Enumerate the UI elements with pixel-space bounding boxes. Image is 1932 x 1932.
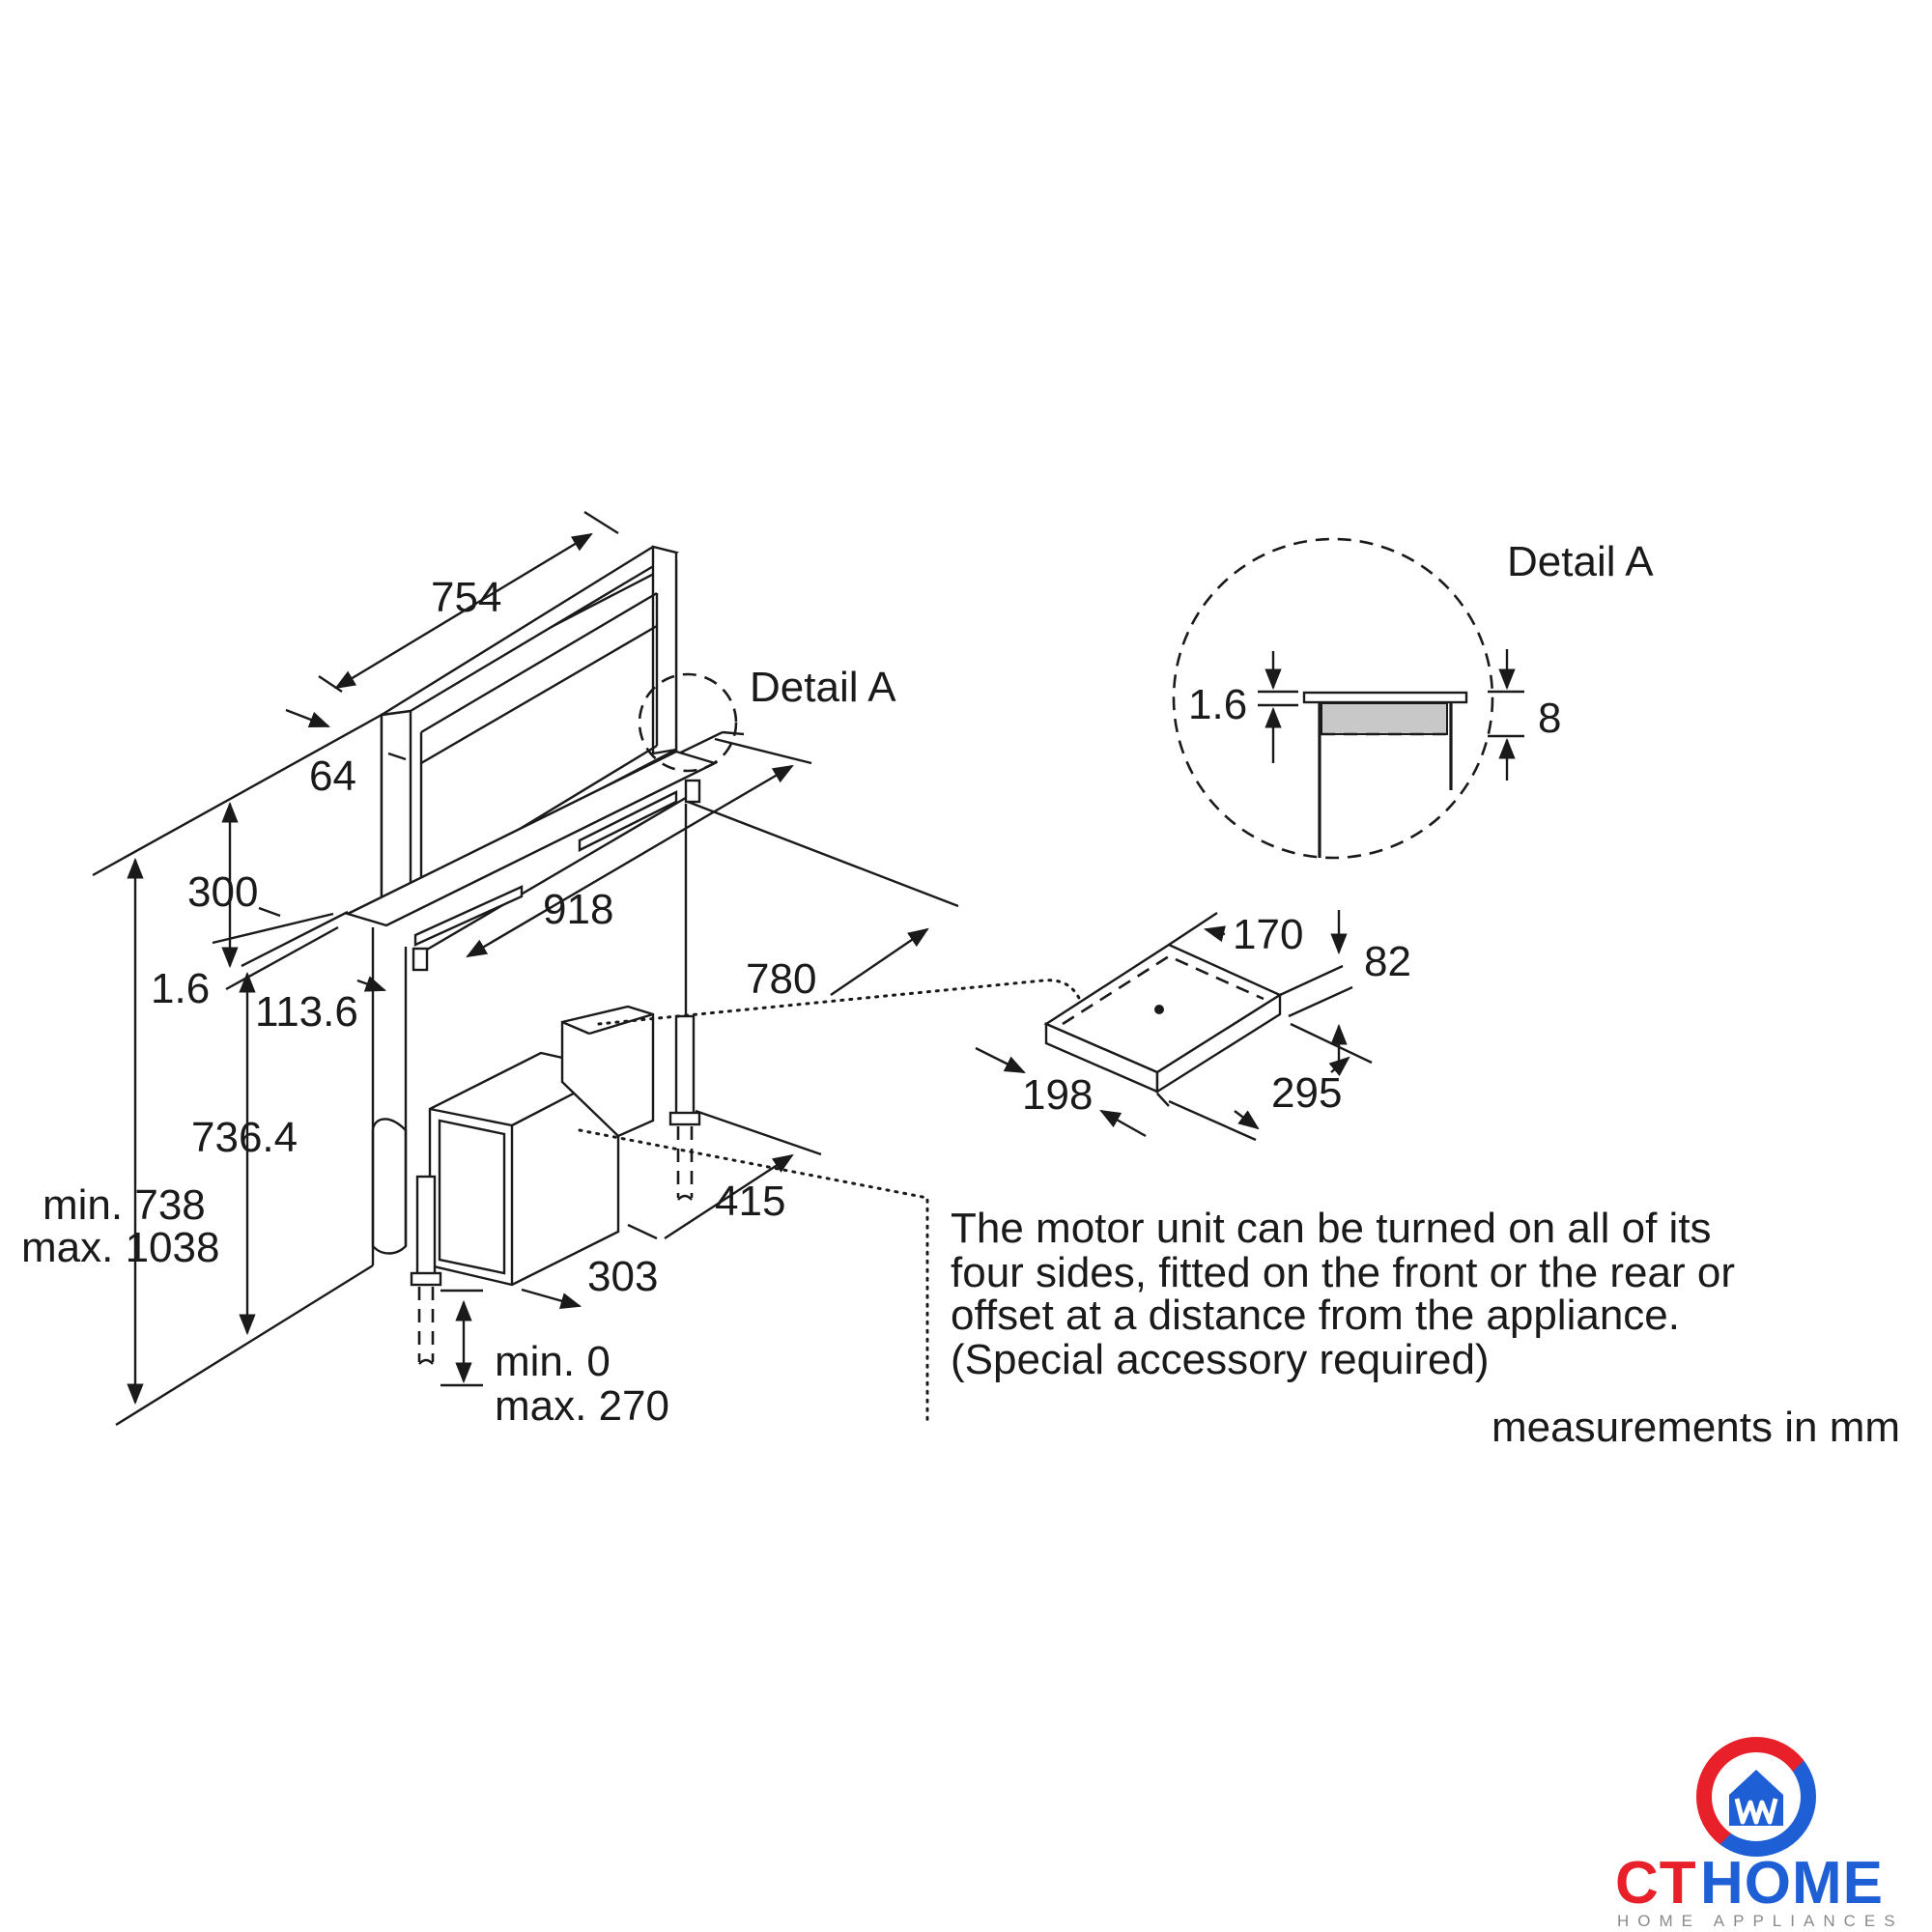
brand-tagline: HOME APPLIANCES [1617,1912,1904,1930]
dim-min-total: min. 738 [43,1181,206,1229]
detail-a-label-inset: Detail A [1507,538,1654,585]
brand-logo: CT HOME HOME APPLIANCES [1615,1737,1904,1930]
appliance-drawing [344,545,745,1365]
dim-motor-415: 415 [715,1178,785,1225]
dim-detail-8: 8 [1538,695,1561,742]
brand-name-ct: CT [1615,1850,1697,1917]
note-line-3: offset at a distance from the appliance. [951,1292,1680,1339]
dim-depth-top: 64 [309,753,356,800]
dim-acc-198: 198 [1022,1071,1093,1119]
detail-a-inset [1172,537,1524,860]
note-line-4: (Special accessory required) [951,1336,1490,1383]
detail-a-label-main: Detail A [750,664,896,711]
note-line-2: four sides, fitted on the front or the r… [951,1249,1735,1296]
dim-width-918: 918 [543,886,613,933]
brand-name-home: HOME [1700,1850,1884,1917]
dim-foot-min: min. 0 [495,1338,611,1385]
dim-offset: 113.6 [255,988,358,1036]
dim-height-736: 736.4 [191,1114,298,1161]
note-line-1: The motor unit can be turned on all of i… [951,1205,1712,1252]
dim-width-top: 754 [431,574,501,621]
dim-detail-thickness: 1.6 [1188,681,1247,728]
dim-acc-170: 170 [1233,911,1303,958]
dim-acc-295: 295 [1271,1069,1342,1117]
units-label: measurements in mm [1492,1404,1900,1451]
dimension-lines [92,510,1084,1427]
dim-acc-82: 82 [1364,938,1411,985]
dim-depth-780: 780 [746,955,816,1003]
dim-foot-max: max. 270 [495,1382,669,1430]
accessory-box [975,910,1373,1142]
dim-motor-303: 303 [587,1253,658,1300]
dim-max-total: max. 1038 [21,1224,219,1271]
dim-thickness: 1.6 [151,965,210,1012]
dim-height-300: 300 [187,868,258,916]
house-icon [1696,1737,1816,1857]
